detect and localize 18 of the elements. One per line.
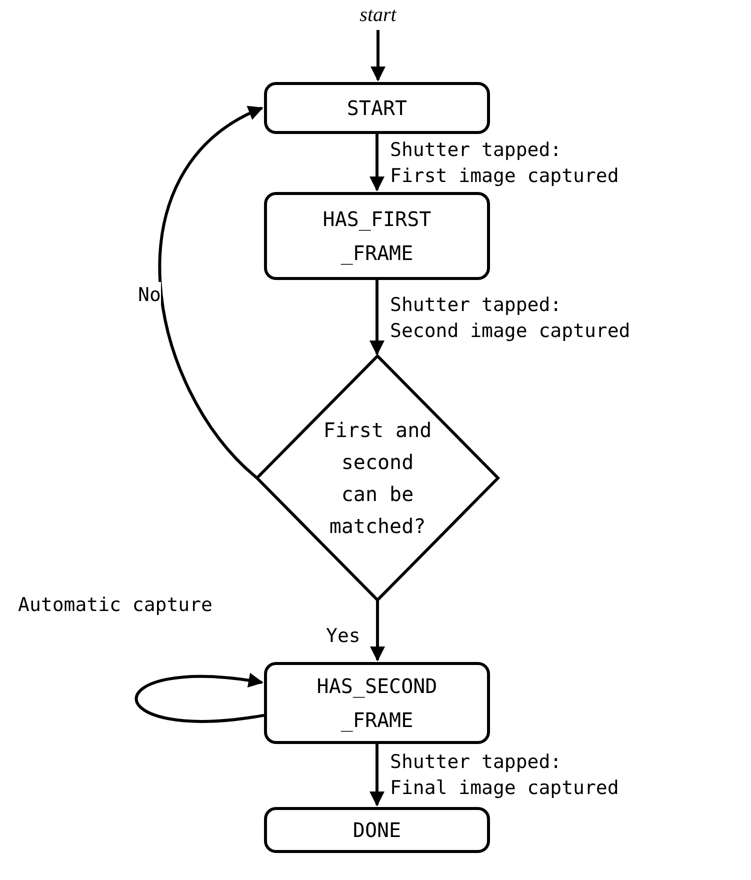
arrow: [370, 744, 384, 806]
arrow: [135, 673, 264, 723]
start-label: start: [360, 0, 396, 30]
state-name: START: [346, 95, 408, 122]
decision-text: First and second can be matched?: [322, 417, 433, 540]
arrow: [370, 134, 384, 192]
state-name: DONE: [352, 817, 402, 844]
arrow: [370, 280, 384, 356]
arrow: [370, 30, 386, 82]
state-box: [264, 192, 490, 280]
state-name: HAS_SECOND _FRAME: [316, 673, 438, 734]
arrow: [370, 600, 385, 662]
state-box: [264, 82, 490, 134]
arrow: [158, 106, 264, 480]
state-name: HAS_FIRST _FRAME: [322, 206, 432, 267]
state-box: [264, 662, 490, 744]
decision-diamond: [254, 354, 500, 602]
state-box: [264, 807, 490, 853]
